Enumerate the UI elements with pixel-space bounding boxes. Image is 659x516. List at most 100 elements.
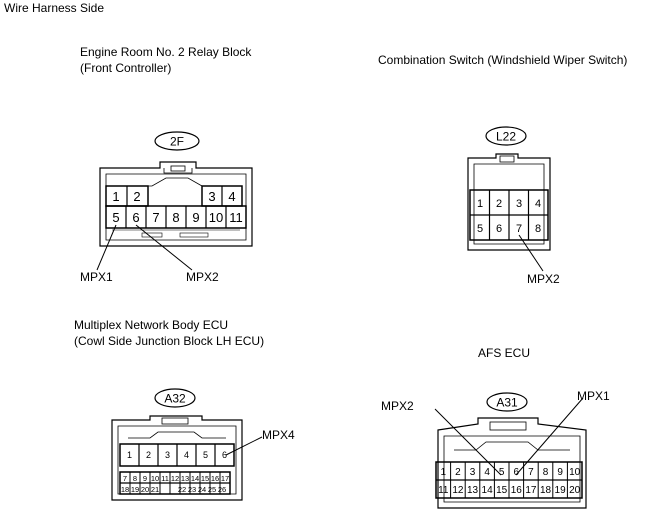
pin-label: 19 [555, 485, 567, 496]
pin-label: 18 [121, 485, 129, 494]
pin-label: 1 [112, 189, 119, 204]
pin-label: 8 [133, 474, 137, 483]
connector-2f-housing [99, 161, 253, 247]
callout-2f-mpx1: MPX1 [80, 270, 113, 284]
pin-label: 12 [171, 474, 179, 483]
pin-label: 20 [141, 485, 149, 494]
pin-label: 6 [496, 223, 502, 235]
connector-a32-title-line2: (Cowl Side Junction Block LH ECU) [74, 334, 265, 348]
pin-label: 5 [112, 210, 119, 225]
connector-l22-pins: 1 2 3 4 5 6 7 8 [477, 198, 541, 235]
connector-a31-title: AFS ECU [478, 346, 531, 360]
connector-2f-pins: 1 2 3 4 5 6 7 8 9 10 11 [112, 189, 242, 225]
pin-label: 14 [191, 474, 199, 483]
pin-label: 4 [484, 467, 490, 478]
pin-label: 7 [528, 467, 534, 478]
pin-label: 4 [228, 189, 235, 204]
pin-label: 25 [208, 485, 216, 494]
pin-label: 17 [525, 485, 537, 496]
callout-2f-mpx2: MPX2 [186, 270, 219, 284]
pin-label: 9 [557, 467, 563, 478]
callout-a31-mpx1: MPX1 [577, 389, 610, 403]
callout-a32-mpx4: MPX4 [262, 428, 295, 442]
pin-label: 8 [543, 467, 549, 478]
pin-label: 6 [514, 467, 520, 478]
pin-label: 13 [467, 485, 479, 496]
connector-a31-code: A31 [496, 396, 518, 410]
pin-label: 5 [477, 223, 483, 235]
connector-l22-code-oval [485, 126, 527, 146]
connector-a32-housing [111, 415, 243, 501]
pin-label: 16 [511, 485, 523, 496]
pin-label: 12 [452, 485, 464, 496]
pin-label: 21 [151, 485, 159, 494]
page-title: Wire Harness Side [4, 1, 105, 15]
pin-label: 2 [146, 450, 151, 460]
callout-l22-mpx2: MPX2 [527, 272, 560, 286]
connector-l22-title: Combination Switch (Windshield Wiper Swi… [378, 53, 628, 67]
pin-label: 2 [455, 467, 461, 478]
pin-label: 3 [208, 189, 215, 204]
connector-a32-leader [225, 436, 263, 456]
connector-l22-leader [518, 234, 544, 272]
pin-label: 17 [221, 474, 229, 483]
pin-label: 18 [540, 485, 552, 496]
connector-2f-leaders [96, 224, 193, 271]
connector-l22: L22 [467, 126, 551, 251]
pin-label: 15 [496, 485, 508, 496]
pin-label: 23 [188, 485, 196, 494]
pin-label: 1 [477, 198, 483, 210]
pin-label: 11 [229, 210, 243, 225]
pin-label: 10 [209, 210, 223, 225]
pin-label: 7 [516, 223, 522, 235]
connector-a31-housing [437, 417, 587, 509]
connector-l22-code: L22 [496, 130, 516, 144]
pin-label: 19 [131, 485, 139, 494]
pin-label: 22 [178, 485, 186, 494]
pin-label: 8 [535, 223, 541, 235]
connector-a32-code-oval [154, 388, 196, 408]
pin-label: 4 [184, 450, 189, 460]
pin-label: 5 [203, 450, 208, 460]
connector-2f: 2F [99, 131, 253, 247]
connector-a32-title-line1: Multiplex Network Body ECU [74, 318, 229, 332]
pin-label: 16 [211, 474, 219, 483]
pin-label: 15 [201, 474, 209, 483]
pin-label: 11 [438, 485, 449, 496]
pin-label: 3 [470, 467, 476, 478]
pin-label: 10 [569, 467, 581, 478]
pin-label: 11 [161, 474, 169, 483]
pin-label: 1 [441, 467, 447, 478]
connector-l22-housing [467, 153, 551, 251]
connector-a32-pins: 1 2 3 4 5 6 [127, 450, 227, 460]
pin-label: 3 [516, 198, 522, 210]
connector-a32-code: A32 [164, 392, 186, 406]
pin-label: 1 [127, 450, 132, 460]
pin-label: 13 [181, 474, 189, 483]
connector-2f-code: 2F [170, 135, 184, 149]
callout-a31-mpx2: MPX2 [381, 399, 414, 413]
connector-a31-leaders [434, 397, 584, 476]
pin-label: 8 [172, 210, 179, 225]
connector-a32: A32 [111, 388, 243, 501]
pin-label: 9 [143, 474, 147, 483]
pin-label: 7 [152, 210, 159, 225]
pin-label: 5 [499, 467, 505, 478]
pin-label: 9 [192, 210, 199, 225]
pin-label: 3 [165, 450, 170, 460]
connector-2f-title-line1: Engine Room No. 2 Relay Block [80, 45, 252, 59]
connector-a32-small-cavities [129, 472, 221, 494]
connector-2f-code-oval [154, 131, 200, 151]
pin-label: 6 [222, 450, 227, 460]
pin-label: 6 [132, 210, 139, 225]
pin-label: 2 [133, 189, 140, 204]
pin-label: 7 [123, 474, 127, 483]
pin-label: 24 [198, 485, 206, 494]
pin-label: 2 [496, 198, 502, 210]
pin-label: 26 [218, 485, 226, 494]
pin-label: 20 [569, 485, 581, 496]
connector-2f-title-line2: (Front Controller) [80, 61, 172, 75]
